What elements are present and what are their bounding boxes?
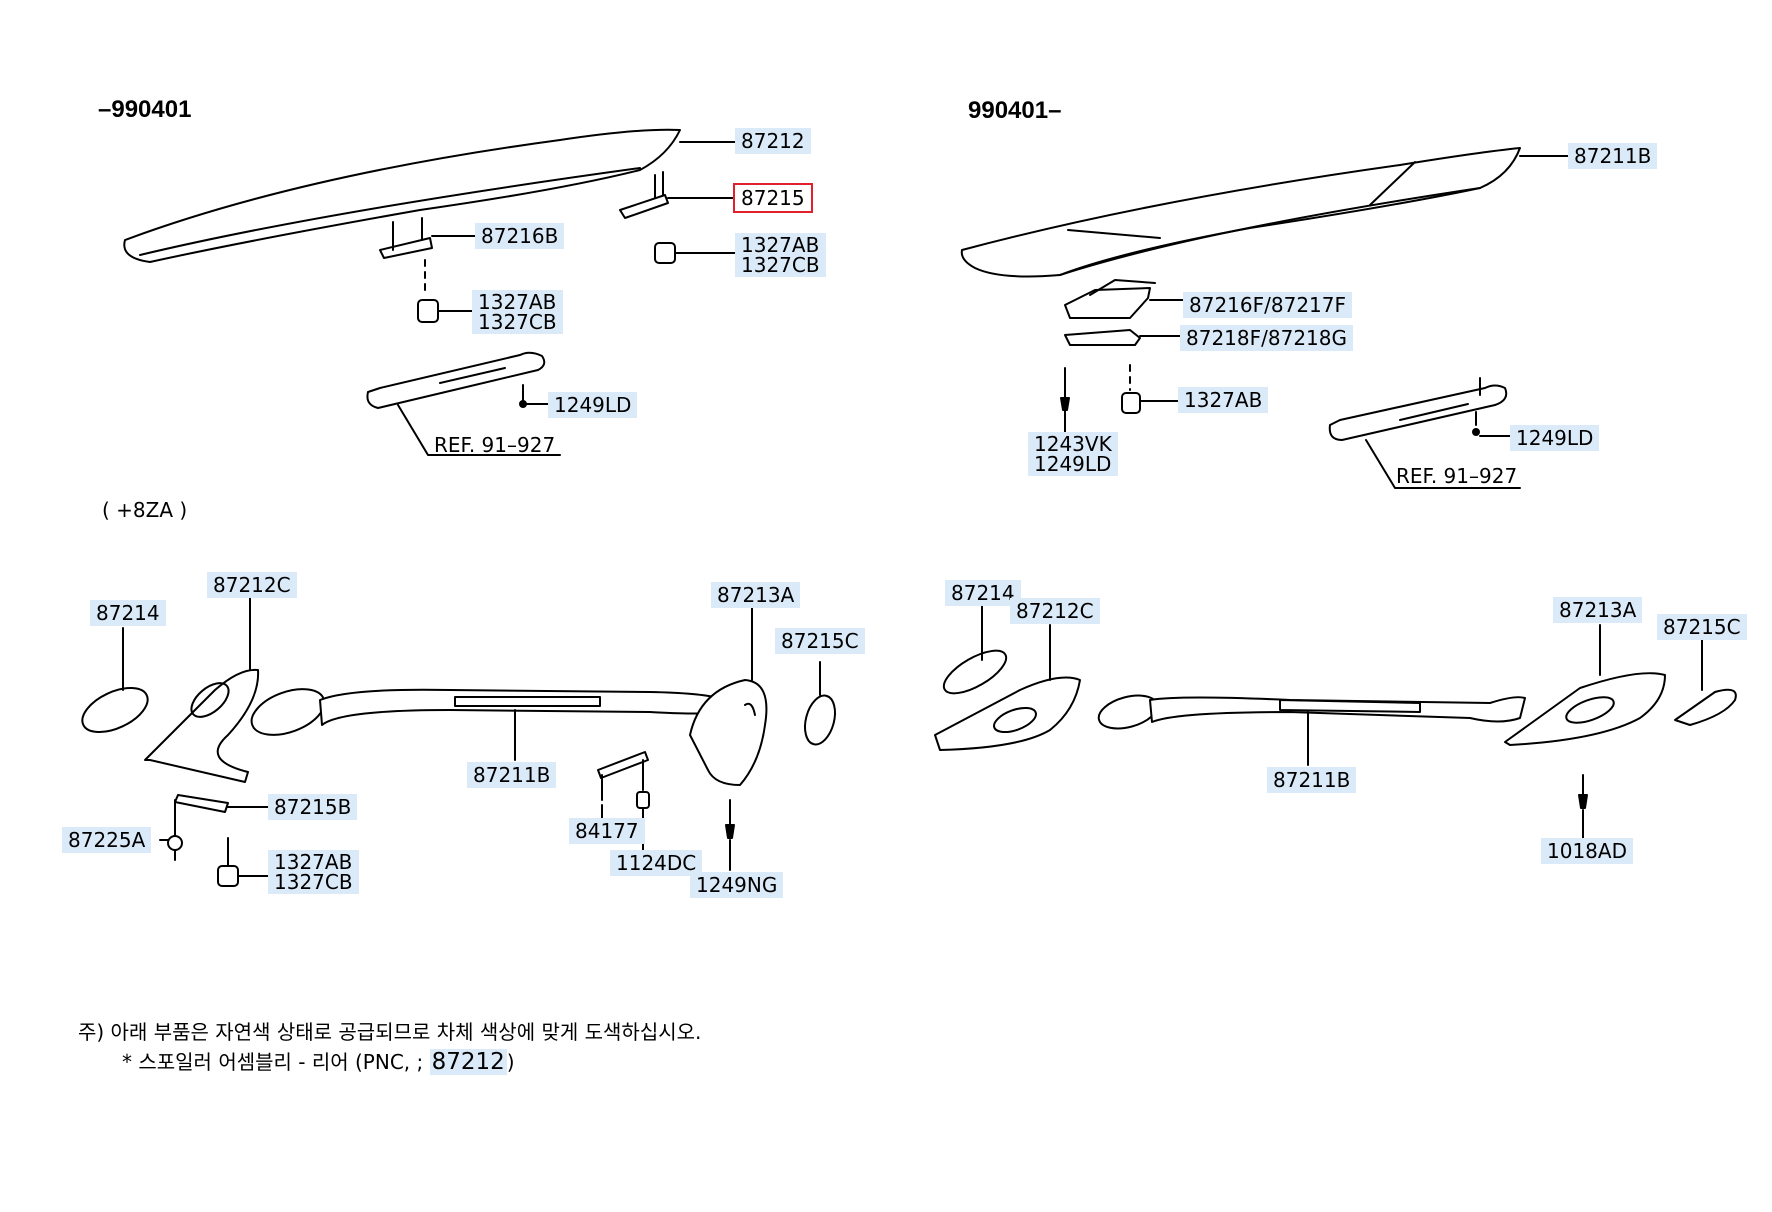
part-label-1327AB-1327CB-top-left[interactable]: 1327AB 1327CB (472, 290, 563, 334)
part-label-87215-highlighted[interactable]: 87215 (733, 183, 813, 213)
spoiler-87212-drawing (123, 128, 681, 263)
leader-lines-top-right (1139, 155, 1569, 489)
part-label-84177[interactable]: 84177 (569, 818, 645, 844)
variant-label: ( +8ZA ) (102, 498, 188, 522)
fasteners-top-right-drawing (1060, 364, 1141, 433)
plate-87218F-drawing (1064, 329, 1141, 346)
part-label-87212C-bottom-left[interactable]: 87212C (207, 572, 297, 598)
part-label-87216B[interactable]: 87216B (475, 223, 565, 249)
part-label-87211B-bottom-left[interactable]: 87211B (467, 762, 557, 788)
reference-label-left[interactable]: REF. 91–927 (434, 433, 556, 457)
bottom-left-assembly-drawing (81, 668, 836, 887)
header-left-date-range: –990401 (98, 96, 192, 123)
part-label-87214-bottom-left[interactable]: 87214 (90, 600, 166, 626)
part-label-87215C-bottom-right[interactable]: 87215C (1657, 614, 1747, 640)
reference-label-right[interactable]: REF. 91–927 (1396, 464, 1518, 488)
part-label-87212[interactable]: 87212 (735, 128, 811, 154)
header-right-date-range: 990401– (968, 97, 1062, 124)
part-label-1018AD[interactable]: 1018AD (1541, 838, 1633, 864)
stop-lamp-left-drawing (366, 351, 546, 409)
bracket-87216F-drawing (1064, 279, 1156, 319)
part-label-1249LD-right[interactable]: 1249LD (1510, 425, 1600, 451)
note-pnc-87212[interactable]: 87212 (429, 1049, 507, 1075)
part-label-1249NG[interactable]: 1249NG (690, 872, 784, 898)
leader-lines-bottom-right (981, 604, 1703, 841)
part-label-1327AB-1327CB-bottom[interactable]: 1327AB 1327CB (268, 850, 359, 894)
stop-lamp-right-drawing (1328, 377, 1508, 441)
nut-1327-drawing (417, 242, 676, 323)
part-label-87213A-bottom-right[interactable]: 87213A (1553, 597, 1643, 623)
part-label-1243VK-1249LD[interactable]: 1243VK 1249LD (1028, 432, 1118, 476)
leader-lines-top-left (397, 141, 736, 456)
part-label-1327AB-right[interactable]: 1327AB (1178, 387, 1269, 413)
part-label-1249LD-left[interactable]: 1249LD (548, 392, 638, 418)
note-line-2: * 스포일러 어셈블리 - 리어 (PNC, ; 87212) (122, 1046, 515, 1075)
part-label-1124DC[interactable]: 1124DC (610, 850, 703, 876)
part-label-87211B-top[interactable]: 87211B (1568, 143, 1658, 169)
bracket-87215-drawing (619, 171, 669, 219)
part-label-87215B[interactable]: 87215B (268, 794, 358, 820)
part-label-87218F-87218G[interactable]: 87218F/87218G (1180, 325, 1353, 351)
spoiler-87211B-drawing (960, 147, 1521, 278)
part-label-87211B-bottom-right[interactable]: 87211B (1267, 767, 1357, 793)
part-label-1327AB-1327CB-top-right[interactable]: 1327AB 1327CB (735, 233, 826, 277)
note-line-1: 주) 아래 부품은 자연색 상태로 공급되므로 차체 색상에 맞게 도색하십시오… (78, 1020, 702, 1044)
part-label-87215C-bottom-left[interactable]: 87215C (775, 628, 865, 654)
part-label-87216F-87217F[interactable]: 87216F/87217F (1183, 292, 1352, 318)
note-line-2-prefix: * 스포일러 어셈블리 - 리어 (PNC, ; (122, 1050, 424, 1074)
note-line-2-suffix: ) (506, 1050, 515, 1074)
part-label-87225A[interactable]: 87225A (62, 827, 152, 853)
part-label-87214-bottom-right[interactable]: 87214 (945, 580, 1021, 606)
part-label-87212C-bottom-right[interactable]: 87212C (1010, 598, 1100, 624)
part-label-87213A-bottom-left[interactable]: 87213A (711, 582, 801, 608)
bottom-right-assembly-drawing (934, 649, 1737, 809)
bracket-87216B-drawing (379, 217, 433, 296)
